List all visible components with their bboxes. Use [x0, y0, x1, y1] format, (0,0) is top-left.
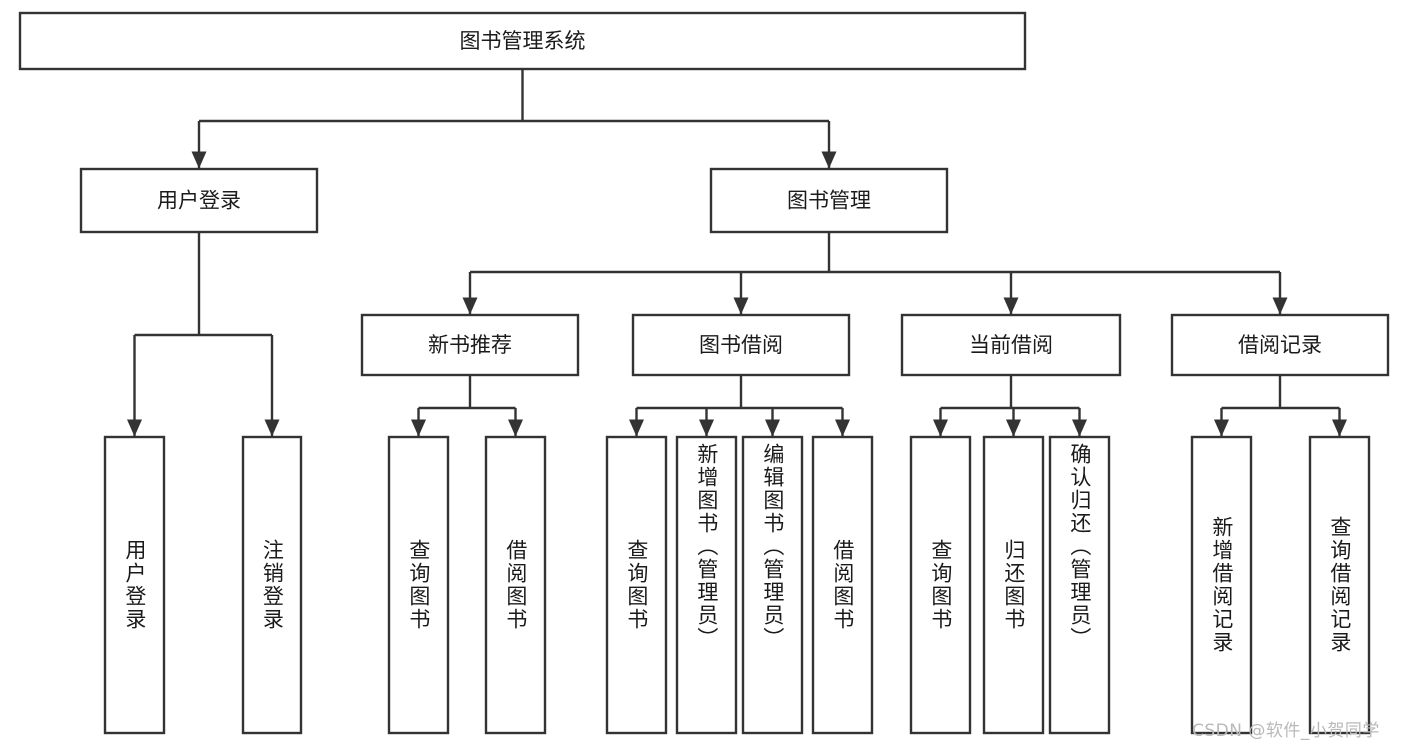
arrow-head-icon [733, 297, 749, 315]
leaf-node[interactable] [909, 435, 972, 735]
level2-node-0-box[interactable] [79, 167, 319, 234]
csdn-watermark: CSDN @软件_小贺同学 [1192, 721, 1380, 741]
arrow-head-icon [411, 419, 426, 437]
leaf-node[interactable] [811, 435, 874, 735]
leaf-node-box[interactable] [741, 435, 804, 735]
level3-node-0-box[interactable] [360, 313, 580, 377]
leaf-node[interactable] [241, 435, 303, 735]
leaf-node[interactable] [103, 435, 166, 735]
root-node[interactable]: 图书管理系统 [18, 11, 1027, 71]
level2-node-1-label: 图书管理 [787, 189, 871, 213]
arrow-head-icon [1272, 297, 1288, 315]
leaf-node[interactable] [741, 435, 804, 735]
arrow-head-icon [462, 297, 478, 315]
leaf-node-box[interactable] [241, 435, 303, 735]
arrow-head-icon [933, 419, 948, 437]
leaf-node-box[interactable] [605, 435, 668, 735]
arrow-head-icon [127, 419, 142, 437]
level3-node-2-label: 当前借阅 [969, 333, 1053, 357]
arrow-head-icon [835, 419, 850, 437]
root-node-label: 图书管理系统 [460, 29, 586, 53]
root-node-box[interactable] [18, 11, 1027, 71]
leaf-node[interactable] [1190, 435, 1253, 735]
arrow-head-icon [1003, 297, 1019, 315]
arrow-head-icon [508, 419, 523, 437]
arrow-head-icon [191, 151, 207, 169]
level3-node-3-box[interactable] [1170, 313, 1390, 377]
leaf-node[interactable] [387, 435, 450, 735]
leaf-node[interactable] [982, 435, 1045, 735]
arrow-head-icon [1006, 419, 1021, 437]
level3-node-2-box[interactable] [900, 313, 1122, 377]
leaf-node-box[interactable] [982, 435, 1045, 735]
level3-node-1-box[interactable] [631, 313, 851, 377]
leaf-node[interactable] [605, 435, 668, 735]
level3-node-1[interactable]: 图书借阅 [631, 313, 851, 377]
leaf-node-box[interactable] [675, 435, 738, 735]
connector-layer [127, 69, 1347, 437]
arrow-head-icon [1072, 419, 1087, 437]
level2-node-1[interactable]: 图书管理 [709, 167, 949, 234]
level2-node-0[interactable]: 用户登录 [79, 167, 319, 234]
arrow-head-icon [765, 419, 780, 437]
leaf-node-box[interactable] [909, 435, 972, 735]
leaf-node-box[interactable] [1048, 435, 1111, 735]
level3-node-0[interactable]: 新书推荐 [360, 313, 580, 377]
arrow-head-icon [629, 419, 644, 437]
arrow-head-icon [1214, 419, 1229, 437]
level3-node-3[interactable]: 借阅记录 [1170, 313, 1390, 377]
leaf-node-box[interactable] [387, 435, 450, 735]
leaf-node-box[interactable] [1190, 435, 1253, 735]
level3-node-1-label: 图书借阅 [699, 333, 783, 357]
level3-node-3-label: 借阅记录 [1238, 333, 1322, 357]
arrow-head-icon [264, 419, 280, 437]
leaf-node[interactable] [1048, 435, 1111, 735]
level2-node-0-label: 用户登录 [157, 189, 241, 213]
leaf-node[interactable] [484, 435, 547, 735]
leaf-node[interactable] [675, 435, 738, 735]
leaf-node-box[interactable] [484, 435, 547, 735]
arrow-head-icon [1332, 419, 1347, 437]
level3-node-2[interactable]: 当前借阅 [900, 313, 1122, 377]
leaf-node-box[interactable] [811, 435, 874, 735]
leaf-node[interactable] [1308, 435, 1371, 735]
level2-node-1-box[interactable] [709, 167, 949, 234]
leaf-node-box[interactable] [1308, 435, 1371, 735]
arrow-head-icon [821, 151, 837, 169]
arrow-head-icon [699, 419, 714, 437]
level3-node-0-label: 新书推荐 [428, 333, 512, 357]
leaf-node-box[interactable] [103, 435, 166, 735]
